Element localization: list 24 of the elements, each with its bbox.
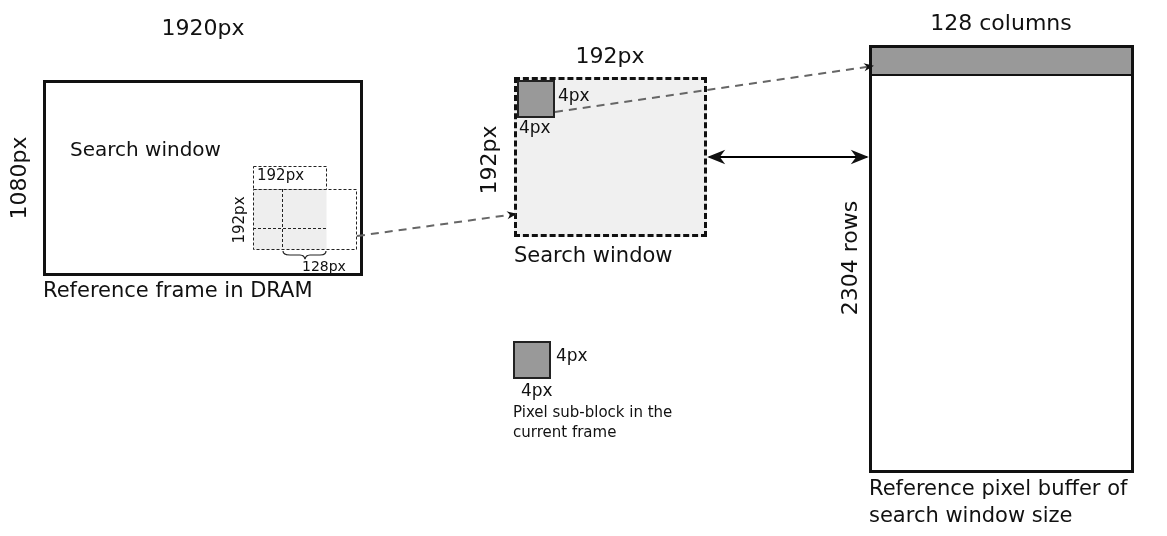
dimension-label: 1920px	[161, 16, 245, 41]
row-bar	[872, 48, 1131, 76]
node-label: Reference frame in DRAM	[43, 277, 314, 304]
dimension-label: 128px	[302, 259, 346, 275]
dimension-label: 192px	[575, 44, 645, 69]
block	[253, 166, 357, 250]
dimension-label: 4px	[558, 86, 590, 105]
dimension-label: 4px	[519, 118, 551, 137]
dimension-label: 192px	[230, 196, 248, 244]
arrow	[356, 211, 517, 237]
dimension-label: 192px	[476, 125, 502, 195]
dimension-label: 1080px	[6, 136, 32, 220]
block	[517, 80, 555, 118]
dimension-label: 4px	[556, 346, 588, 365]
dimension-label: 2304 rows	[837, 200, 863, 316]
arrow	[554, 63, 874, 113]
region-label: Search window	[70, 138, 221, 160]
node-label: Search window	[514, 242, 674, 269]
node-label: Reference pixel buffer of search window size	[869, 475, 1129, 530]
arrow	[707, 149, 869, 165]
node-label: Pixel sub-block in the current frame	[513, 403, 674, 442]
dimension-label: 4px	[521, 381, 553, 400]
dimension-label: 192px	[257, 167, 305, 184]
dimension-label: 128 columns	[930, 11, 1072, 36]
